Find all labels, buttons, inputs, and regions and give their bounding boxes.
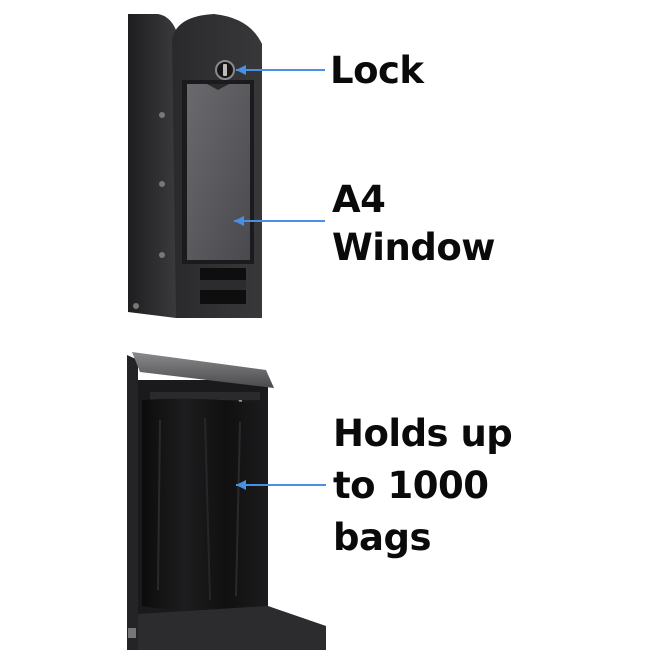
capacity-label-line: bags: [333, 516, 431, 559]
a4-window-label-line: Window: [332, 226, 495, 269]
screw-icon: [159, 112, 165, 118]
lock-icon: [215, 60, 235, 80]
lower-compartment: [138, 606, 326, 650]
bag-stack: [142, 398, 262, 611]
arrow-window: [234, 216, 325, 226]
lock-label: Lock: [330, 50, 424, 92]
arrow-bags: [236, 480, 326, 490]
capacity-label: Holds up to 1000 bags: [333, 408, 633, 564]
a4-window-label: A4 Window: [332, 176, 552, 272]
hinged-lid: [132, 352, 274, 388]
screw-icon: [133, 303, 139, 309]
lock-label-line: Lock: [330, 49, 424, 92]
screw-icon: [159, 181, 165, 187]
open-body-side: [127, 355, 138, 650]
dispenser-side-panel: [128, 14, 176, 318]
capacity-label-line: Holds up: [333, 412, 513, 455]
closed-dispenser: [128, 14, 262, 318]
capacity-label-line: to 1000: [333, 464, 489, 507]
open-dispenser: [127, 352, 326, 650]
screw-icon: [159, 252, 165, 258]
arrow-lock: [236, 65, 325, 75]
a4-window-label-line: A4: [332, 178, 386, 221]
a4-window-glass: [187, 84, 250, 260]
